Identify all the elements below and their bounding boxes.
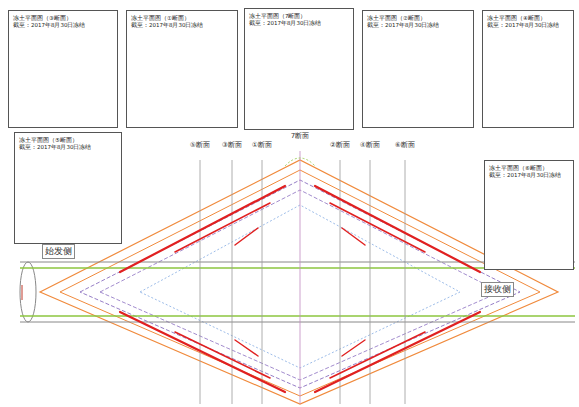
- section-panel: 冻土平面图（③断面）截至：2017年8月30日冻结: [8, 10, 118, 128]
- section-line: [200, 160, 201, 404]
- side-label-box: 始发侧: [42, 244, 75, 259]
- freeze-pipe: [342, 228, 365, 245]
- section-panel: 冻土平面图（①断面）截至：2017年8月30日冻结: [126, 10, 238, 128]
- section-line: [340, 160, 341, 404]
- freeze-pipe: [235, 228, 258, 245]
- freeze-pipe: [315, 186, 480, 272]
- freeze-pipe: [175, 203, 270, 252]
- freeze-pipe: [342, 340, 365, 356]
- panel-title: 冻土平面图（③断面）: [13, 15, 113, 22]
- panel-title: 始发侧: [45, 245, 72, 258]
- freeze-pipe: [120, 312, 285, 392]
- panel-date: 截至：2017年8月30日冻结: [489, 172, 569, 179]
- section-line: [370, 160, 371, 404]
- section-panel: 冻土平面图（④断面）截至：2017年8月30日冻结: [482, 10, 574, 128]
- dimension-tick: [22, 285, 23, 300]
- tunnel-lining: [20, 315, 575, 316]
- panel-date: 截至：2017年8月30日冻结: [131, 22, 233, 29]
- panel-title: 冻土平面图（④断面）: [487, 15, 569, 22]
- section-label: ①断面: [251, 141, 273, 150]
- freeze-pipe: [175, 332, 270, 378]
- panel-date: 截至：2017年8月30日冻结: [487, 22, 569, 29]
- section-label: ③断面: [221, 141, 243, 150]
- panel-date: 截至：2017年8月30日冻结: [249, 20, 349, 27]
- panel-title: 冻土平面图（⑥断面）: [489, 165, 569, 172]
- side-label-box: 接收侧: [481, 282, 514, 297]
- panel-date: 截至：2017年8月30日冻结: [367, 22, 469, 29]
- panel-title: 冻土平面图（①断面）: [131, 15, 233, 22]
- section-line: [300, 151, 301, 404]
- top-bulge: [285, 158, 315, 166]
- section-label: ⑤断面: [189, 141, 211, 150]
- panel-title: 冻土平面图（7断面）: [249, 13, 349, 20]
- section-panel: 冻土平面图（②断面）截至：2017年8月30日冻结: [362, 10, 474, 128]
- panel-title: 冻土平面图（②断面）: [367, 15, 469, 22]
- section-label: ⑥断面: [394, 141, 416, 150]
- section-panel: 冻土平面图（7断面）截至：2017年8月30日冻结: [244, 8, 354, 130]
- section-label: ④断面: [359, 141, 381, 150]
- panel-title: 冻土平面图（⑤断面）: [19, 137, 117, 144]
- panel-date: 截至：2017年8月30日冻结: [19, 144, 117, 151]
- tunnel-wall: [20, 322, 575, 323]
- section-panel: 冻土平面图（⑥断面）截至：2017年8月30日冻结: [484, 160, 574, 270]
- freeze-pipe: [330, 203, 425, 252]
- freeze-pipe: [330, 332, 425, 378]
- tunnel-end: [20, 262, 36, 322]
- freeze-pipe: [120, 186, 285, 272]
- freeze-pipe: [315, 312, 480, 392]
- section-label: ②断面: [329, 141, 351, 150]
- section-line: [405, 160, 406, 404]
- section-panel: 冻土平面图（⑤断面）截至：2017年8月30日冻结: [14, 132, 122, 244]
- section-label: 7断面: [290, 132, 310, 141]
- freeze-pipe: [235, 340, 258, 356]
- panel-title: 接收侧: [484, 283, 511, 296]
- panel-date: 截至：2017年8月30日冻结: [13, 22, 113, 29]
